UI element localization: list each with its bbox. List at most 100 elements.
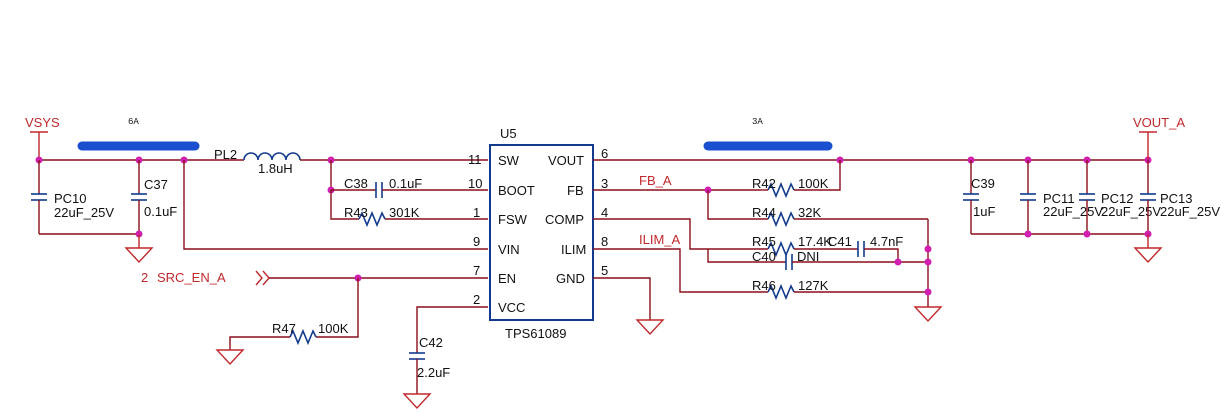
- c38-ref: C38: [344, 176, 368, 191]
- pin-name: FSW: [498, 212, 528, 227]
- c41-ref: C41: [828, 234, 852, 249]
- junction-dot: [1024, 230, 1032, 238]
- pin-name: COMP: [545, 212, 584, 227]
- pl2-ref: PL2: [214, 147, 237, 162]
- r46-ref: R46: [752, 278, 776, 293]
- pin-number: 11: [468, 152, 482, 167]
- vsys-power-port: VSYS: [25, 115, 60, 160]
- current-label-input: 6A: [128, 117, 139, 127]
- pin-name: BOOT: [498, 183, 535, 198]
- pl2-value: 1.8uH: [258, 161, 293, 176]
- c41-value: 4.7nF: [870, 234, 903, 249]
- ground-symbol: [215, 349, 245, 366]
- junction-dot: [924, 258, 932, 266]
- comp-network: R45 17.4K C41 4.7nF C40 DNI: [593, 218, 928, 270]
- c39-value: 1uF: [973, 204, 995, 219]
- r47-ref: R47: [272, 321, 296, 336]
- ground-symbol: [402, 393, 432, 410]
- c38-value: 0.1uF: [389, 176, 422, 191]
- fb-a-label: FB_A: [639, 173, 672, 188]
- pin-name: FB: [567, 183, 584, 198]
- r42-value: 100K: [798, 176, 829, 191]
- junction-dot: [1083, 230, 1091, 238]
- c37-ref: C37: [144, 177, 168, 192]
- r45-value: 17.4K: [798, 234, 832, 249]
- src-en-a-port: 2 SRC_EN_A: [141, 270, 488, 286]
- pin-number: 1: [473, 205, 480, 220]
- pc13-value: 22uF_25V: [1160, 204, 1220, 219]
- ground-symbol: [124, 234, 154, 264]
- resistor-r46: ILIM_A R46 127K: [593, 232, 928, 301]
- capacitor-pc12: PC12 22uF_25V: [1079, 160, 1161, 234]
- ilim-a-label: ILIM_A: [639, 232, 681, 247]
- chip-refdes: U5: [500, 126, 517, 141]
- gnd-pin-wire: [593, 277, 651, 320]
- pin-number: 4: [601, 205, 608, 220]
- pin-number: 2: [473, 292, 480, 307]
- junction-dot: [894, 258, 902, 266]
- pc12-ref: PC12: [1101, 191, 1134, 206]
- inductor-pl2: PL2 1.8uH: [214, 147, 301, 176]
- junction-dot: [924, 288, 932, 296]
- pin-number: 10: [468, 176, 482, 191]
- capacitor-c39: C39 1uF: [963, 160, 995, 234]
- src-en-a-num: 2: [141, 270, 148, 285]
- resistor-r44: R44 32K: [707, 190, 928, 228]
- pin-name: GND: [556, 271, 585, 286]
- pin-number: 6: [601, 146, 608, 161]
- vout-a-power-port: VOUT_A: [1133, 115, 1185, 160]
- chip-part: TPS61089: [505, 326, 566, 341]
- pin-name: VIN: [498, 242, 520, 257]
- current-label-output: 3A: [752, 117, 763, 127]
- r44-ref: R44: [752, 205, 776, 220]
- capacitor-pc13: PC13 22uF_25V: [1140, 160, 1220, 234]
- r43-ref: R43: [344, 205, 368, 220]
- r47-value: 100K: [318, 321, 349, 336]
- pc12-value: 22uF_25V: [1101, 204, 1161, 219]
- pin-name: EN: [498, 271, 516, 286]
- r45-ref: R45: [752, 234, 776, 249]
- r44-value: 32K: [798, 205, 821, 220]
- pin-number: 3: [601, 176, 608, 191]
- pc11-value: 22uF_25V: [1043, 204, 1103, 219]
- c37-value: 0.1uF: [144, 204, 177, 219]
- capacitor-c38: C38 0.1uF: [331, 176, 488, 198]
- pin-number: 9: [473, 234, 480, 249]
- pin-number: 5: [601, 263, 608, 278]
- vin-wire: [183, 160, 488, 250]
- c42-value: 2.2uF: [417, 365, 450, 380]
- pin-name: VOUT: [548, 153, 584, 168]
- vout-a-label: VOUT_A: [1133, 115, 1185, 130]
- resistor-r47: R47 100K: [229, 278, 359, 350]
- capacitor-pc10: PC10 22uF_25V: [31, 160, 114, 234]
- pin-name: VCC: [498, 300, 525, 315]
- pin-name: SW: [498, 153, 520, 168]
- r43-value: 301K: [389, 205, 420, 220]
- r42-ref: R42: [752, 176, 776, 191]
- c42-ref: C42: [419, 335, 443, 350]
- c40-ref: C40: [752, 249, 776, 264]
- c40-value: DNI: [797, 249, 819, 264]
- ground-symbol: [913, 306, 943, 323]
- pc10-ref: PC10: [54, 191, 87, 206]
- pin-name: ILIM: [561, 242, 586, 257]
- capacitor-c42: C42 2.2uF: [409, 306, 488, 394]
- c39-ref: C39: [971, 176, 995, 191]
- ground-symbol: [635, 319, 665, 336]
- capacitor-c37: C37 0.1uF: [131, 160, 177, 234]
- r46-value: 127K: [798, 278, 829, 293]
- pin-number: 7: [473, 263, 480, 278]
- src-en-a-label: SRC_EN_A: [157, 270, 226, 285]
- capacitor-pc11: PC11 22uF_25V: [1020, 160, 1103, 234]
- pc11-ref: PC11: [1043, 191, 1075, 206]
- resistor-r43: R43 301K: [330, 190, 488, 228]
- vsys-label: VSYS: [25, 115, 60, 130]
- ground-symbol: [1133, 234, 1163, 264]
- pc13-ref: PC13: [1160, 191, 1193, 206]
- pc10-value: 22uF_25V: [54, 205, 114, 220]
- chip-u5: U5 TPS61089 11 SW 10 BOOT 1 FSW 9 VIN 7 …: [468, 126, 608, 341]
- pin-number: 8: [601, 234, 608, 249]
- resistor-r42: R42 100K: [752, 160, 841, 199]
